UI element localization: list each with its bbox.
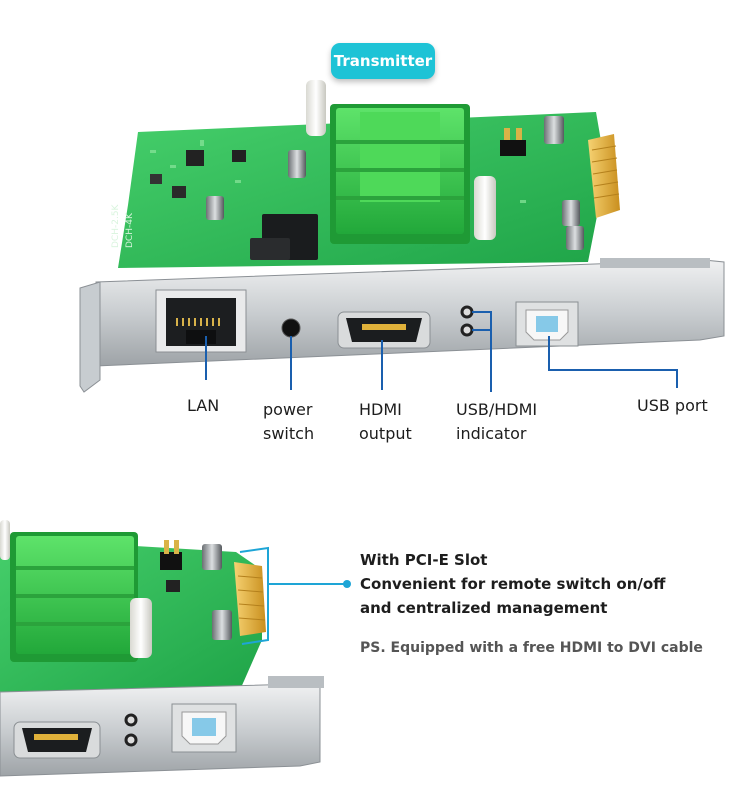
- lan-label: LAN: [187, 396, 220, 415]
- slot-leader: [239, 546, 346, 645]
- feature-line-1: With PCI-E Slot: [360, 551, 488, 569]
- heatsink-top: [330, 104, 470, 244]
- indicator-led-bottom-2: [124, 733, 138, 747]
- pcie-gold-fingers-bottom: [234, 562, 266, 636]
- hdmi-port: [337, 311, 431, 349]
- hdmi-port-bottom: [13, 721, 101, 759]
- hdmi-output-label-line1: HDMI: [359, 400, 402, 419]
- power-switch-label-line1: power: [263, 400, 313, 419]
- transmitter-badge: Transmitter: [331, 43, 435, 79]
- standoff-top-left: [306, 80, 326, 136]
- pcb-label-1: DCH-2.5K: [111, 203, 121, 248]
- standoff-top-right: [474, 176, 496, 240]
- usb-port-label: USB port: [637, 396, 708, 415]
- bottom-card: [0, 520, 351, 777]
- header-pins-top: [500, 128, 526, 156]
- power-switch-label-line2: switch: [263, 424, 315, 443]
- capacitors-top: [206, 116, 584, 250]
- feature-line-2: Convenient for remote switch on/off: [360, 575, 666, 593]
- leader-lines-top: [205, 311, 678, 392]
- indicator-led-1: [460, 305, 474, 319]
- pcb-label-2: DCH-4K: [125, 212, 135, 248]
- indicator-label-line1: USB/HDMI: [456, 400, 538, 419]
- indicator-led-2: [460, 323, 474, 337]
- lan-port: [155, 289, 247, 353]
- slot-leader-dot: [343, 580, 351, 588]
- feature-list: With PCI-E Slot Convenient for remote sw…: [360, 548, 665, 620]
- standoff-bottom: [130, 598, 152, 658]
- pcie-gold-fingers-top: [588, 134, 620, 218]
- indicator-label-line2: indicator: [456, 424, 527, 443]
- usb-port: [515, 301, 579, 347]
- power-switch: [281, 318, 301, 338]
- feature-line-3: and centralized management: [360, 599, 608, 617]
- indicator-led-bottom-1: [124, 713, 138, 727]
- usb-port-bottom: [171, 703, 237, 753]
- top-card: DCH-2.5K DCH-4K: [79, 80, 725, 393]
- cable-note: PS. Equipped with a free HDMI to DVI cab…: [360, 640, 703, 656]
- heatsink-bottom: [10, 532, 138, 662]
- hdmi-output-label-line2: output: [359, 424, 412, 443]
